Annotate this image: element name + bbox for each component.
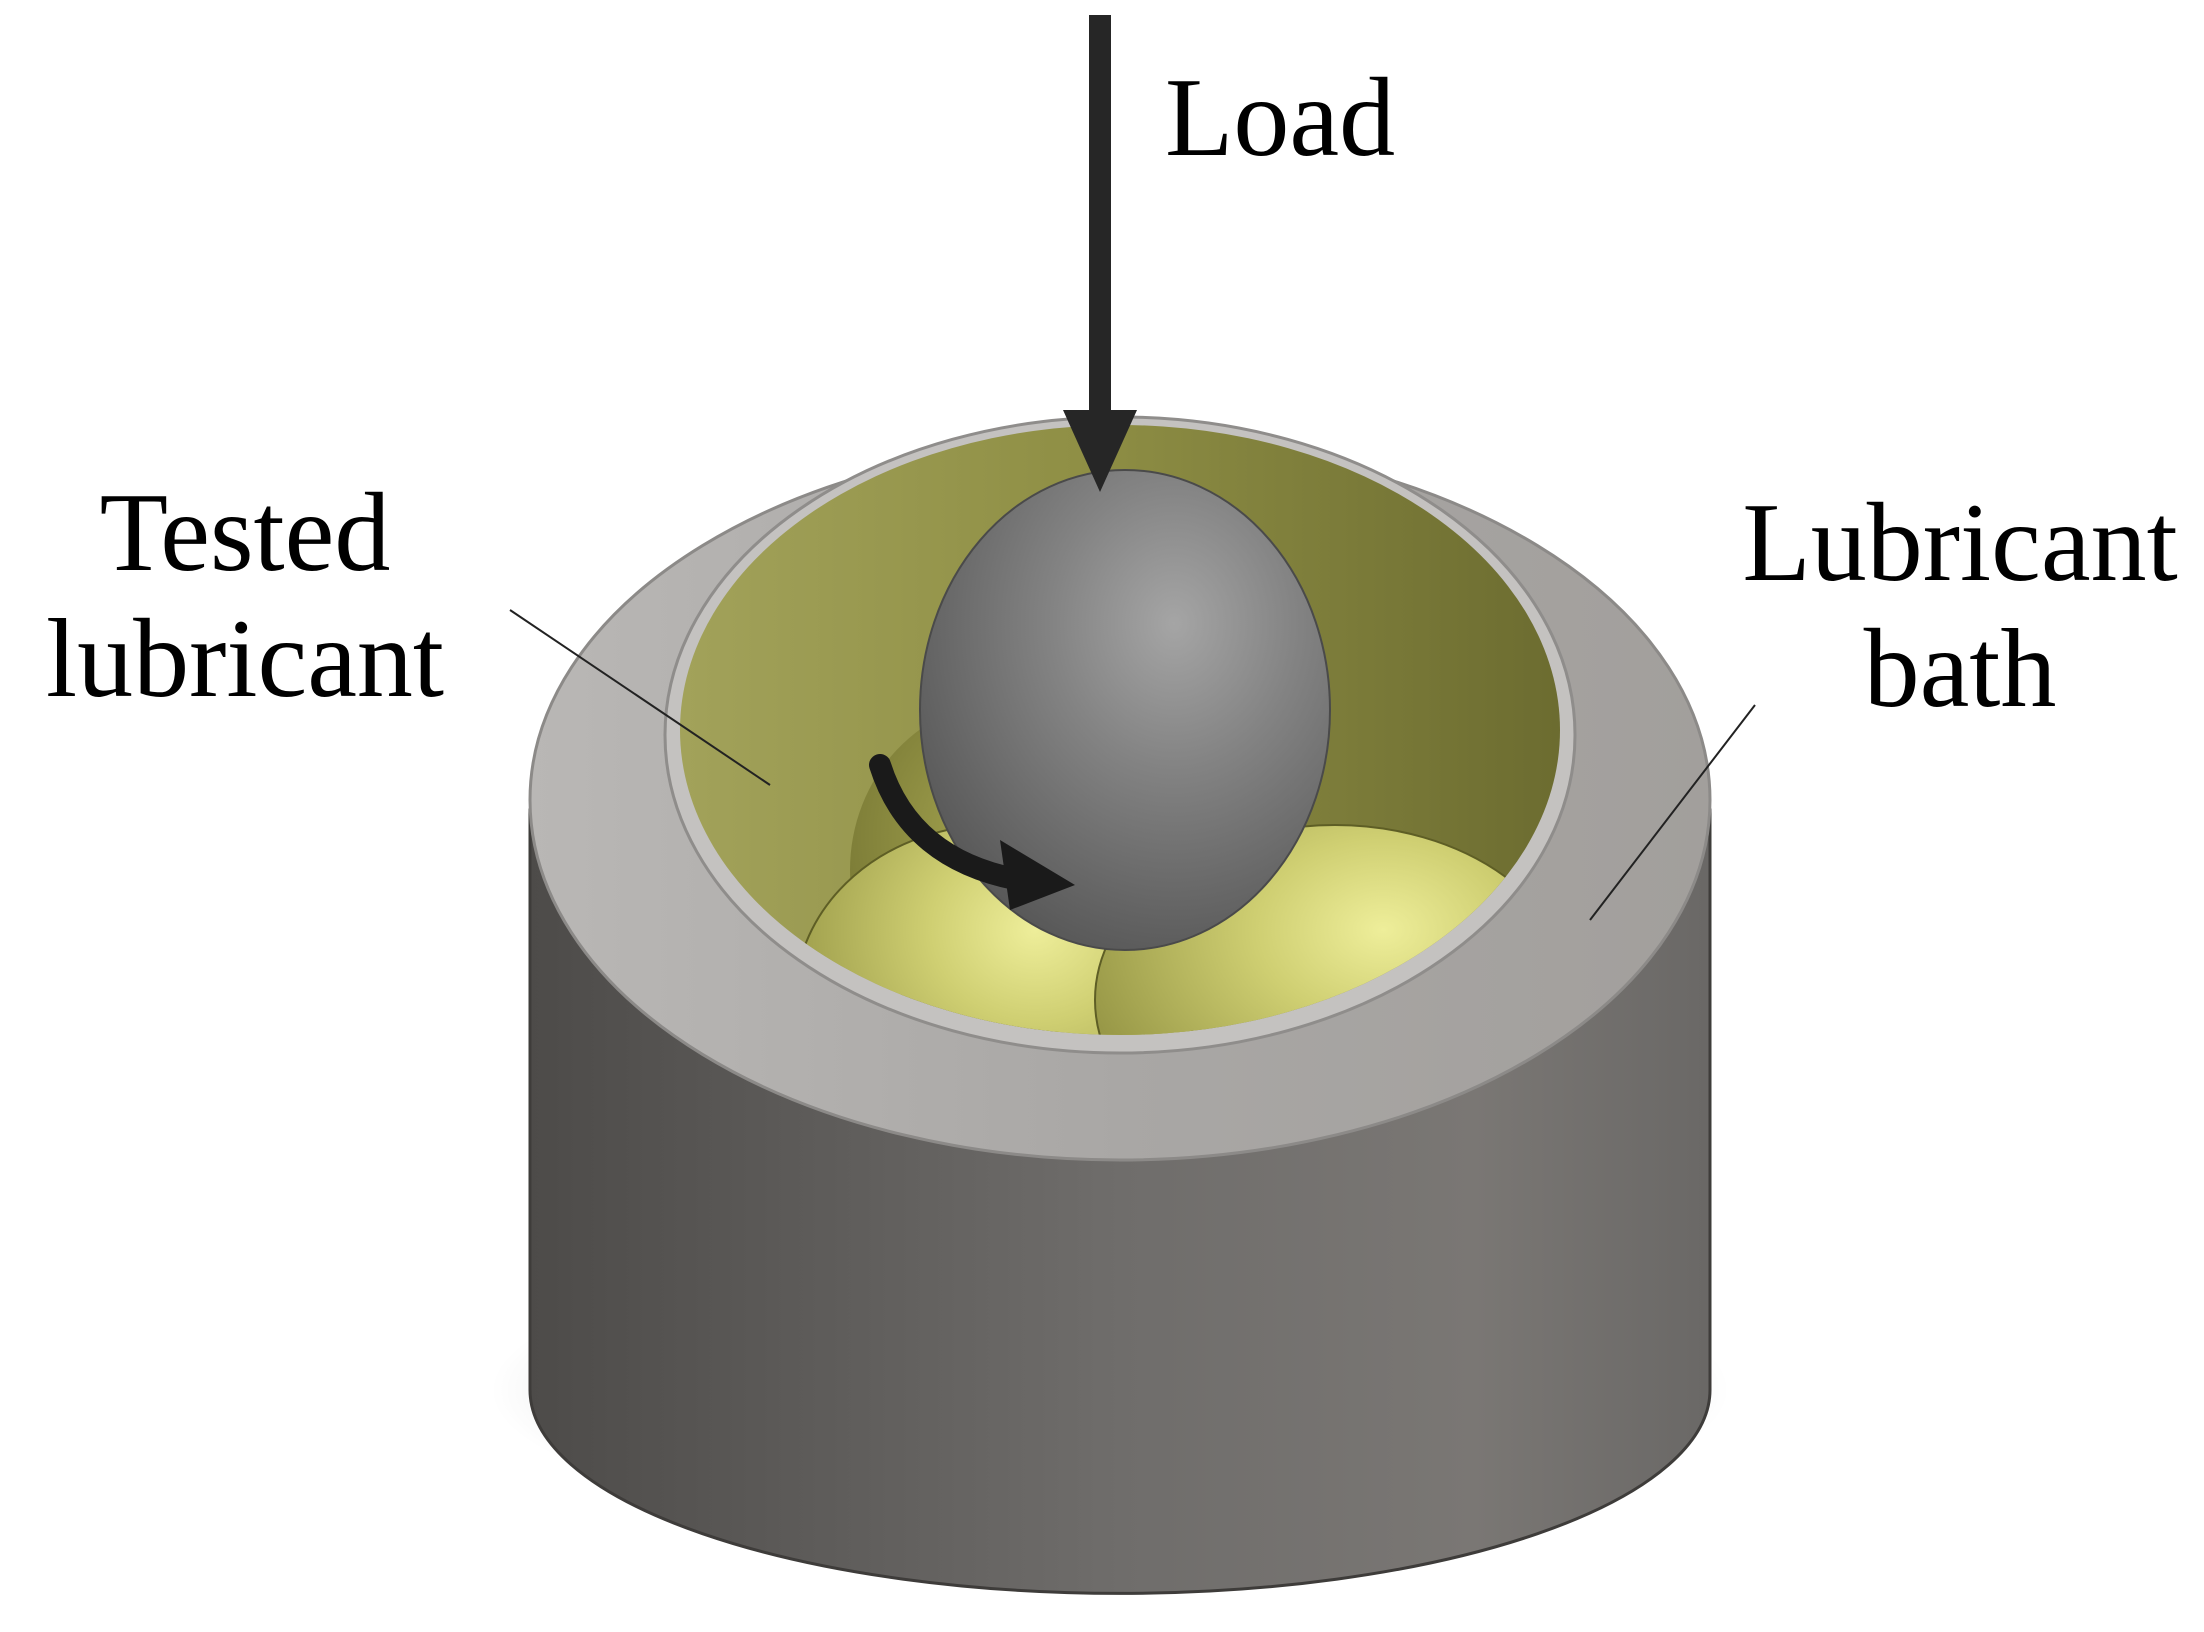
tested-lubricant-leader: [509, 609, 771, 786]
lubricant-bath-label-line1: Lubricant: [1742, 481, 2178, 605]
lubricant-bath-label-line2: bath: [1863, 607, 2057, 731]
lubricant-bath-leader: [1589, 704, 1756, 921]
top-ball: [919, 469, 1331, 951]
tested-lubricant-label-line1: Tested: [99, 471, 391, 595]
down-arrow-icon: [1063, 15, 1137, 492]
tested-lubricant-label: Tested lubricant: [30, 470, 460, 722]
lubricant-bath-label: Lubricant bath: [1720, 480, 2200, 732]
tested-lubricant-label-line2: lubricant: [45, 597, 445, 721]
curved-arrow-icon: [869, 754, 1075, 910]
load-label: Load: [1165, 56, 1396, 180]
